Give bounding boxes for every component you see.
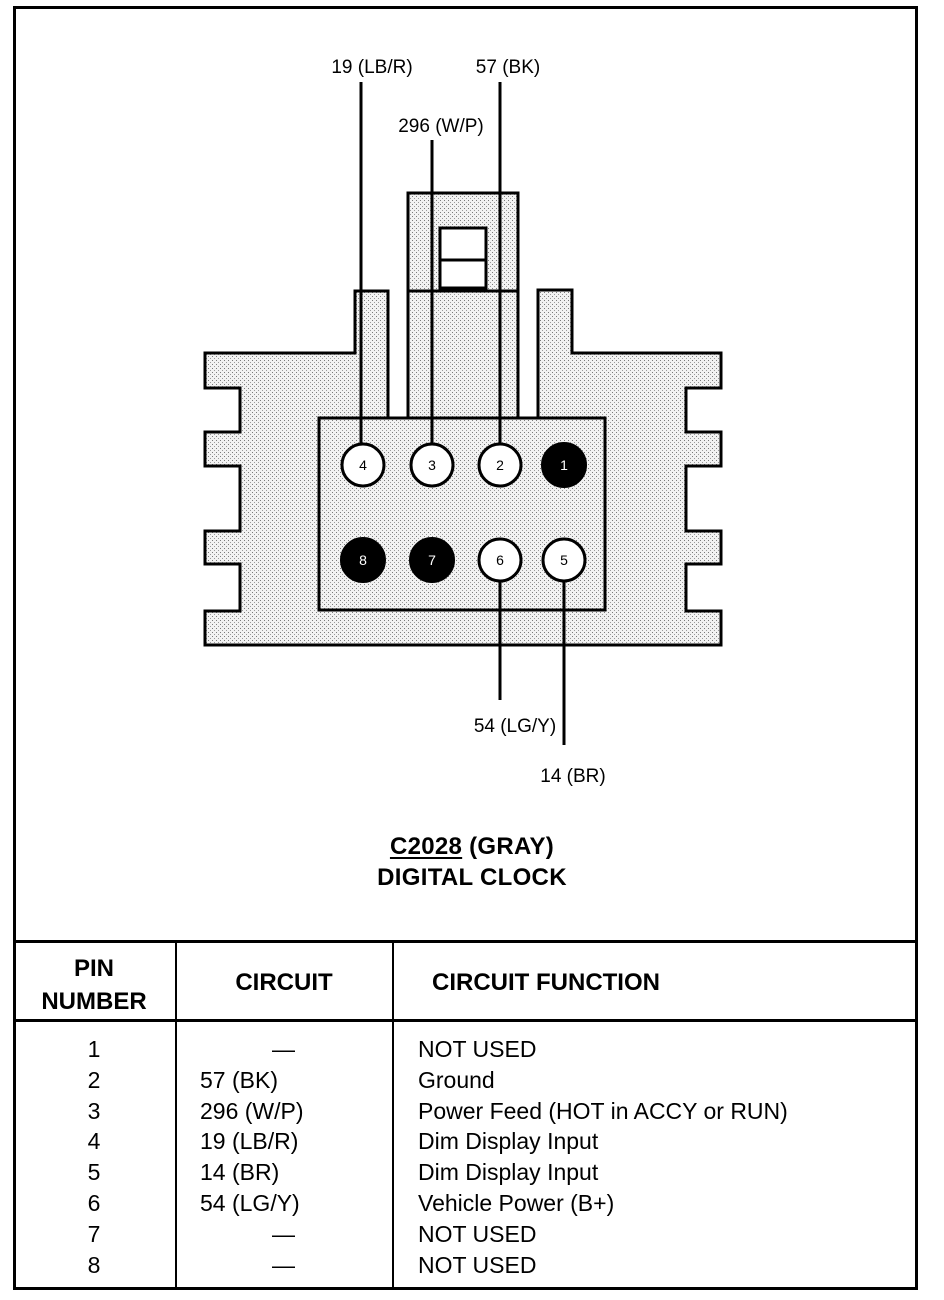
table-row-pin: 1	[87, 1036, 101, 1062]
table-row-circuit: 14 (BR)	[200, 1159, 280, 1186]
pin-2: 2	[477, 442, 523, 488]
header-pin-line2: NUMBER	[41, 988, 147, 1015]
table-row-circuit: 54 (LG/Y)	[200, 1190, 300, 1216]
wire-label-pin-4: 19 (LB/R)	[331, 57, 412, 78]
table-row-function: NOT USED	[418, 1220, 537, 1247]
pin-4: 4	[340, 442, 386, 488]
pin-5: 5	[541, 537, 587, 583]
table-row-function: Ground	[418, 1066, 495, 1093]
table-row-pin: 6	[87, 1190, 101, 1216]
pin-1: 1	[541, 442, 587, 488]
table-row-pin: 3	[87, 1097, 101, 1124]
svg-text:6: 6	[496, 552, 504, 568]
pin-7: 7	[409, 537, 455, 583]
table-row-pin: 4	[87, 1128, 101, 1155]
table-top-rule	[13, 940, 918, 943]
connector-name: DIGITAL CLOCK	[377, 864, 567, 891]
connector-title: C2028 (GRAY)	[0, 833, 944, 861]
pin-3: 3	[409, 442, 455, 488]
table-col-divider-2	[392, 943, 394, 1287]
table-row-circuit: —	[272, 1251, 295, 1278]
table-row-pin: 8	[87, 1251, 101, 1278]
svg-text:3: 3	[428, 457, 436, 473]
table-row-function: NOT USED	[418, 1251, 537, 1278]
pin-8: 8	[340, 537, 386, 583]
table-row-pin: 7	[87, 1220, 101, 1247]
svg-text:4: 4	[359, 457, 367, 473]
wire-label-pin-6: 54 (LG/Y)	[474, 716, 556, 737]
table-row-function: NOT USED	[418, 1036, 537, 1062]
table-row-circuit: 296 (W/P)	[200, 1097, 304, 1124]
connector-diagram: 4 3 2 1 8 7 6 5 19 (LB/R) 57 (BK) 296 (W…	[203, 57, 723, 787]
header-pin-line1: PIN	[73, 955, 114, 982]
connector-color: (GRAY)	[469, 833, 555, 860]
page-frame	[13, 6, 918, 1290]
table-row-function: Dim Display Input	[418, 1159, 599, 1186]
header-circuit-function: CIRCUIT FUNCTION	[432, 969, 660, 996]
table-row-circuit: 19 (LB/R)	[200, 1128, 299, 1155]
pin-6: 6	[477, 537, 523, 583]
header-circuit: CIRCUIT	[235, 969, 333, 996]
svg-text:8: 8	[359, 552, 367, 568]
table-row-pin: 5	[87, 1159, 101, 1186]
wire-label-pin-5: 14 (BR)	[540, 766, 605, 787]
table-row-function: Power Feed (HOT in ACCY or RUN)	[418, 1097, 788, 1124]
table-header-rule	[13, 1019, 918, 1022]
table-col-divider-1	[175, 943, 177, 1287]
connector-id: C2028	[389, 833, 463, 860]
table-row-function: Dim Display Input	[418, 1128, 599, 1155]
svg-text:1: 1	[560, 457, 568, 473]
svg-text:7: 7	[428, 552, 436, 568]
header-pin-number: PIN NUMBER	[14, 952, 174, 1018]
wire-label-pin-3: 296 (W/P)	[398, 116, 484, 137]
table-row-circuit: 57 (BK)	[200, 1066, 278, 1093]
table-row-pin: 2	[87, 1066, 101, 1093]
svg-text:2: 2	[496, 457, 504, 473]
lock-window	[438, 226, 488, 290]
table-row-circuit: —	[272, 1220, 295, 1247]
svg-text:5: 5	[560, 552, 568, 568]
wire-label-pin-2: 57 (BK)	[476, 57, 540, 78]
table-row-circuit: —	[272, 1036, 295, 1062]
table-row-function: Vehicle Power (B+)	[418, 1190, 615, 1216]
